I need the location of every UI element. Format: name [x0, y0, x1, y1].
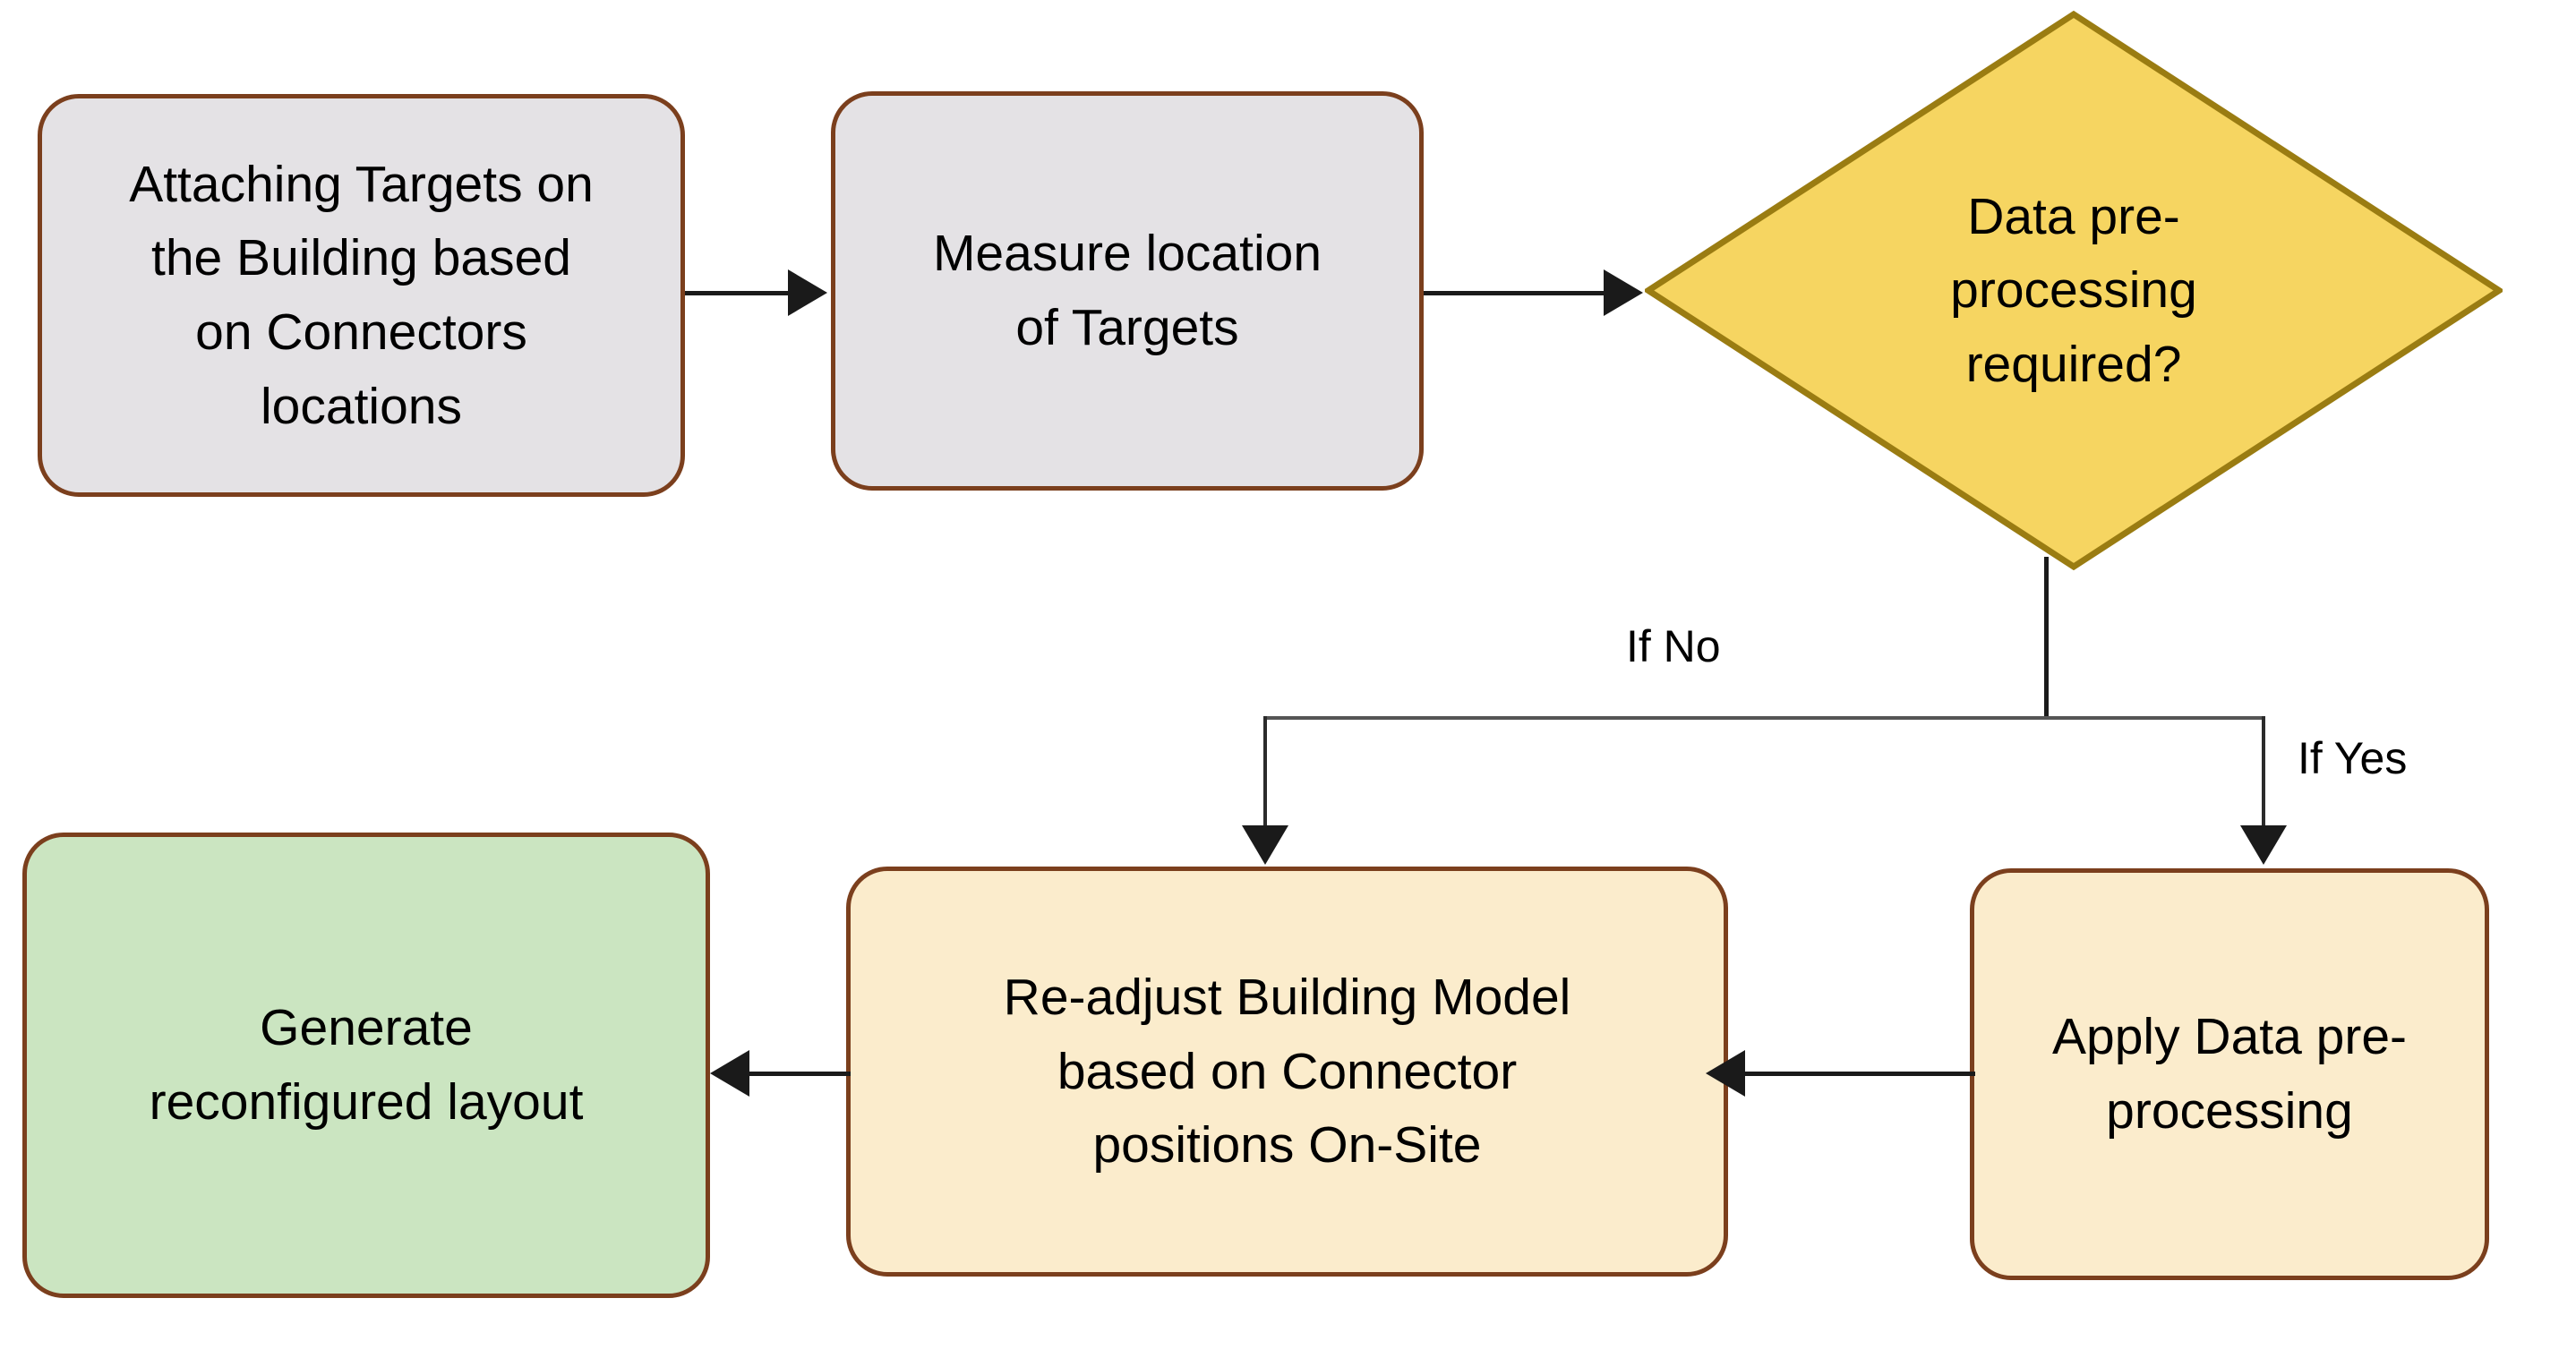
node-attaching-targets-label: Attaching Targets on the Building based … — [129, 155, 594, 435]
edge-readjust-to-generate-arrowhead — [710, 1050, 749, 1097]
edge-attach-to-measure-arrowhead — [788, 269, 827, 316]
edge-measure-to-decision-arrowhead — [1604, 269, 1643, 316]
edge-if-no-line — [1263, 716, 1267, 831]
edge-label-if-yes: If Yes — [2298, 733, 2408, 783]
node-apply-data-preprocessing[interactable]: Apply Data pre- processing — [1970, 868, 2489, 1280]
node-attaching-targets[interactable]: Attaching Targets on the Building based … — [38, 94, 685, 497]
edge-decision-stem — [2044, 557, 2049, 720]
node-readjust-building-model-label: Re-adjust Building Model based on Connec… — [1003, 969, 1571, 1174]
edge-measure-to-decision-line — [1424, 291, 1607, 295]
node-decision-data-preprocessing[interactable]: Data pre- processing required? — [1645, 11, 2503, 570]
edge-decision-split-bar — [1263, 716, 2265, 720]
node-readjust-building-model[interactable]: Re-adjust Building Model based on Connec… — [846, 867, 1728, 1277]
node-measure-location[interactable]: Measure location of Targets — [831, 91, 1424, 491]
node-measure-location-label: Measure location of Targets — [932, 225, 1322, 356]
node-generate-reconfigured-layout[interactable]: Generate reconfigured layout — [22, 833, 710, 1298]
node-decision-label: Data pre- processing required? — [1950, 187, 2197, 393]
edge-apply-to-readjust-arrowhead — [1706, 1050, 1745, 1097]
node-apply-data-preprocessing-label: Apply Data pre- processing — [2051, 1008, 2408, 1140]
edge-if-yes-arrowhead — [2240, 825, 2287, 865]
edge-attach-to-measure-line — [685, 291, 792, 295]
edge-label-if-no: If No — [1626, 621, 1721, 671]
diamond-shape — [1645, 11, 2503, 570]
edge-if-yes-line — [2262, 716, 2265, 831]
edge-readjust-to-generate-line — [749, 1072, 851, 1076]
edge-apply-to-readjust-line — [1744, 1072, 1975, 1076]
node-generate-reconfigured-layout-label: Generate reconfigured layout — [149, 999, 584, 1131]
edge-if-no-arrowhead — [1242, 825, 1288, 865]
